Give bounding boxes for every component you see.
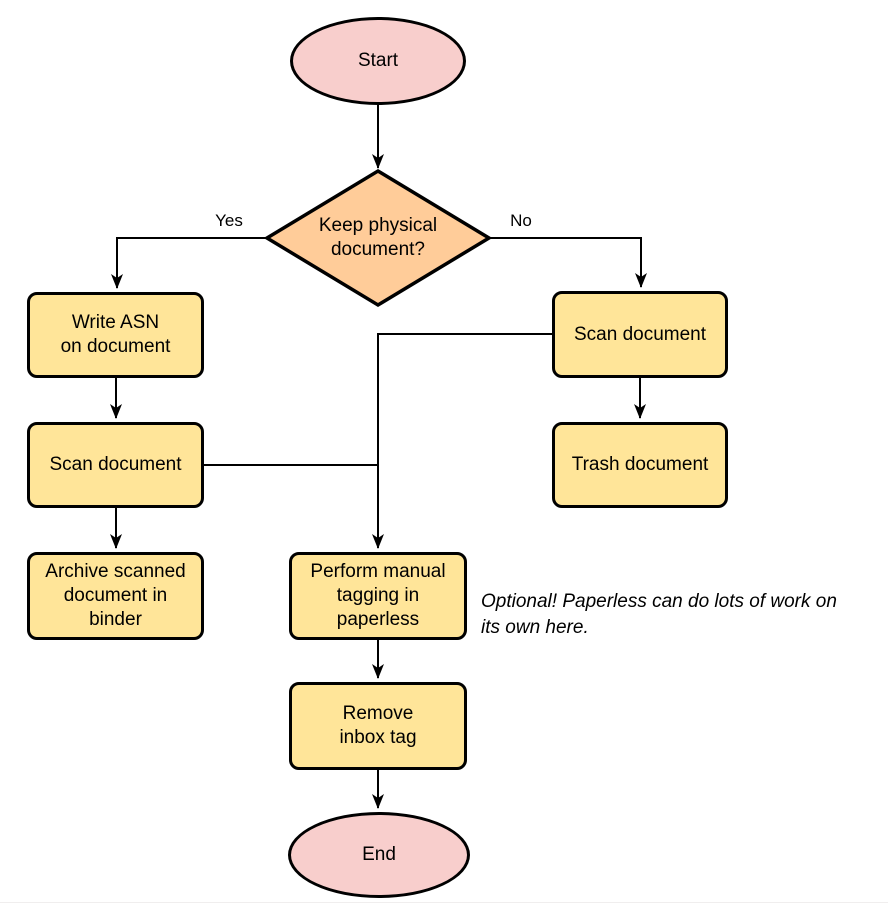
node-scan-document-left: Scan document — [27, 422, 204, 508]
edge-label-yes: Yes — [215, 211, 243, 230]
node-write-asn: Write ASN on document — [27, 292, 204, 378]
node-decision-label: Keep physical document? — [318, 215, 438, 260]
node-archive-binder: Archive scanned document in binder — [27, 552, 204, 640]
annotation-optional: Optional! Paperless can do lots of work … — [481, 591, 837, 638]
edge-decision-yes — [111, 237, 266, 289]
node-manual-tagging: Perform manual tagging in paperless — [289, 552, 467, 640]
node-start: Start — [290, 17, 466, 105]
node-end: End — [288, 812, 470, 898]
node-trash-document: Trash document — [552, 422, 728, 508]
page-bottom-divider — [0, 902, 888, 903]
edge-scanright-to-tagging — [372, 333, 552, 549]
edge-decision-no — [490, 237, 647, 288]
decision-diamond-shape — [263, 168, 493, 308]
node-scan-document-right: Scan document — [552, 291, 728, 378]
edge-label-no: No — [510, 211, 532, 230]
node-remove-inbox-tag: Remove inbox tag — [289, 682, 467, 770]
